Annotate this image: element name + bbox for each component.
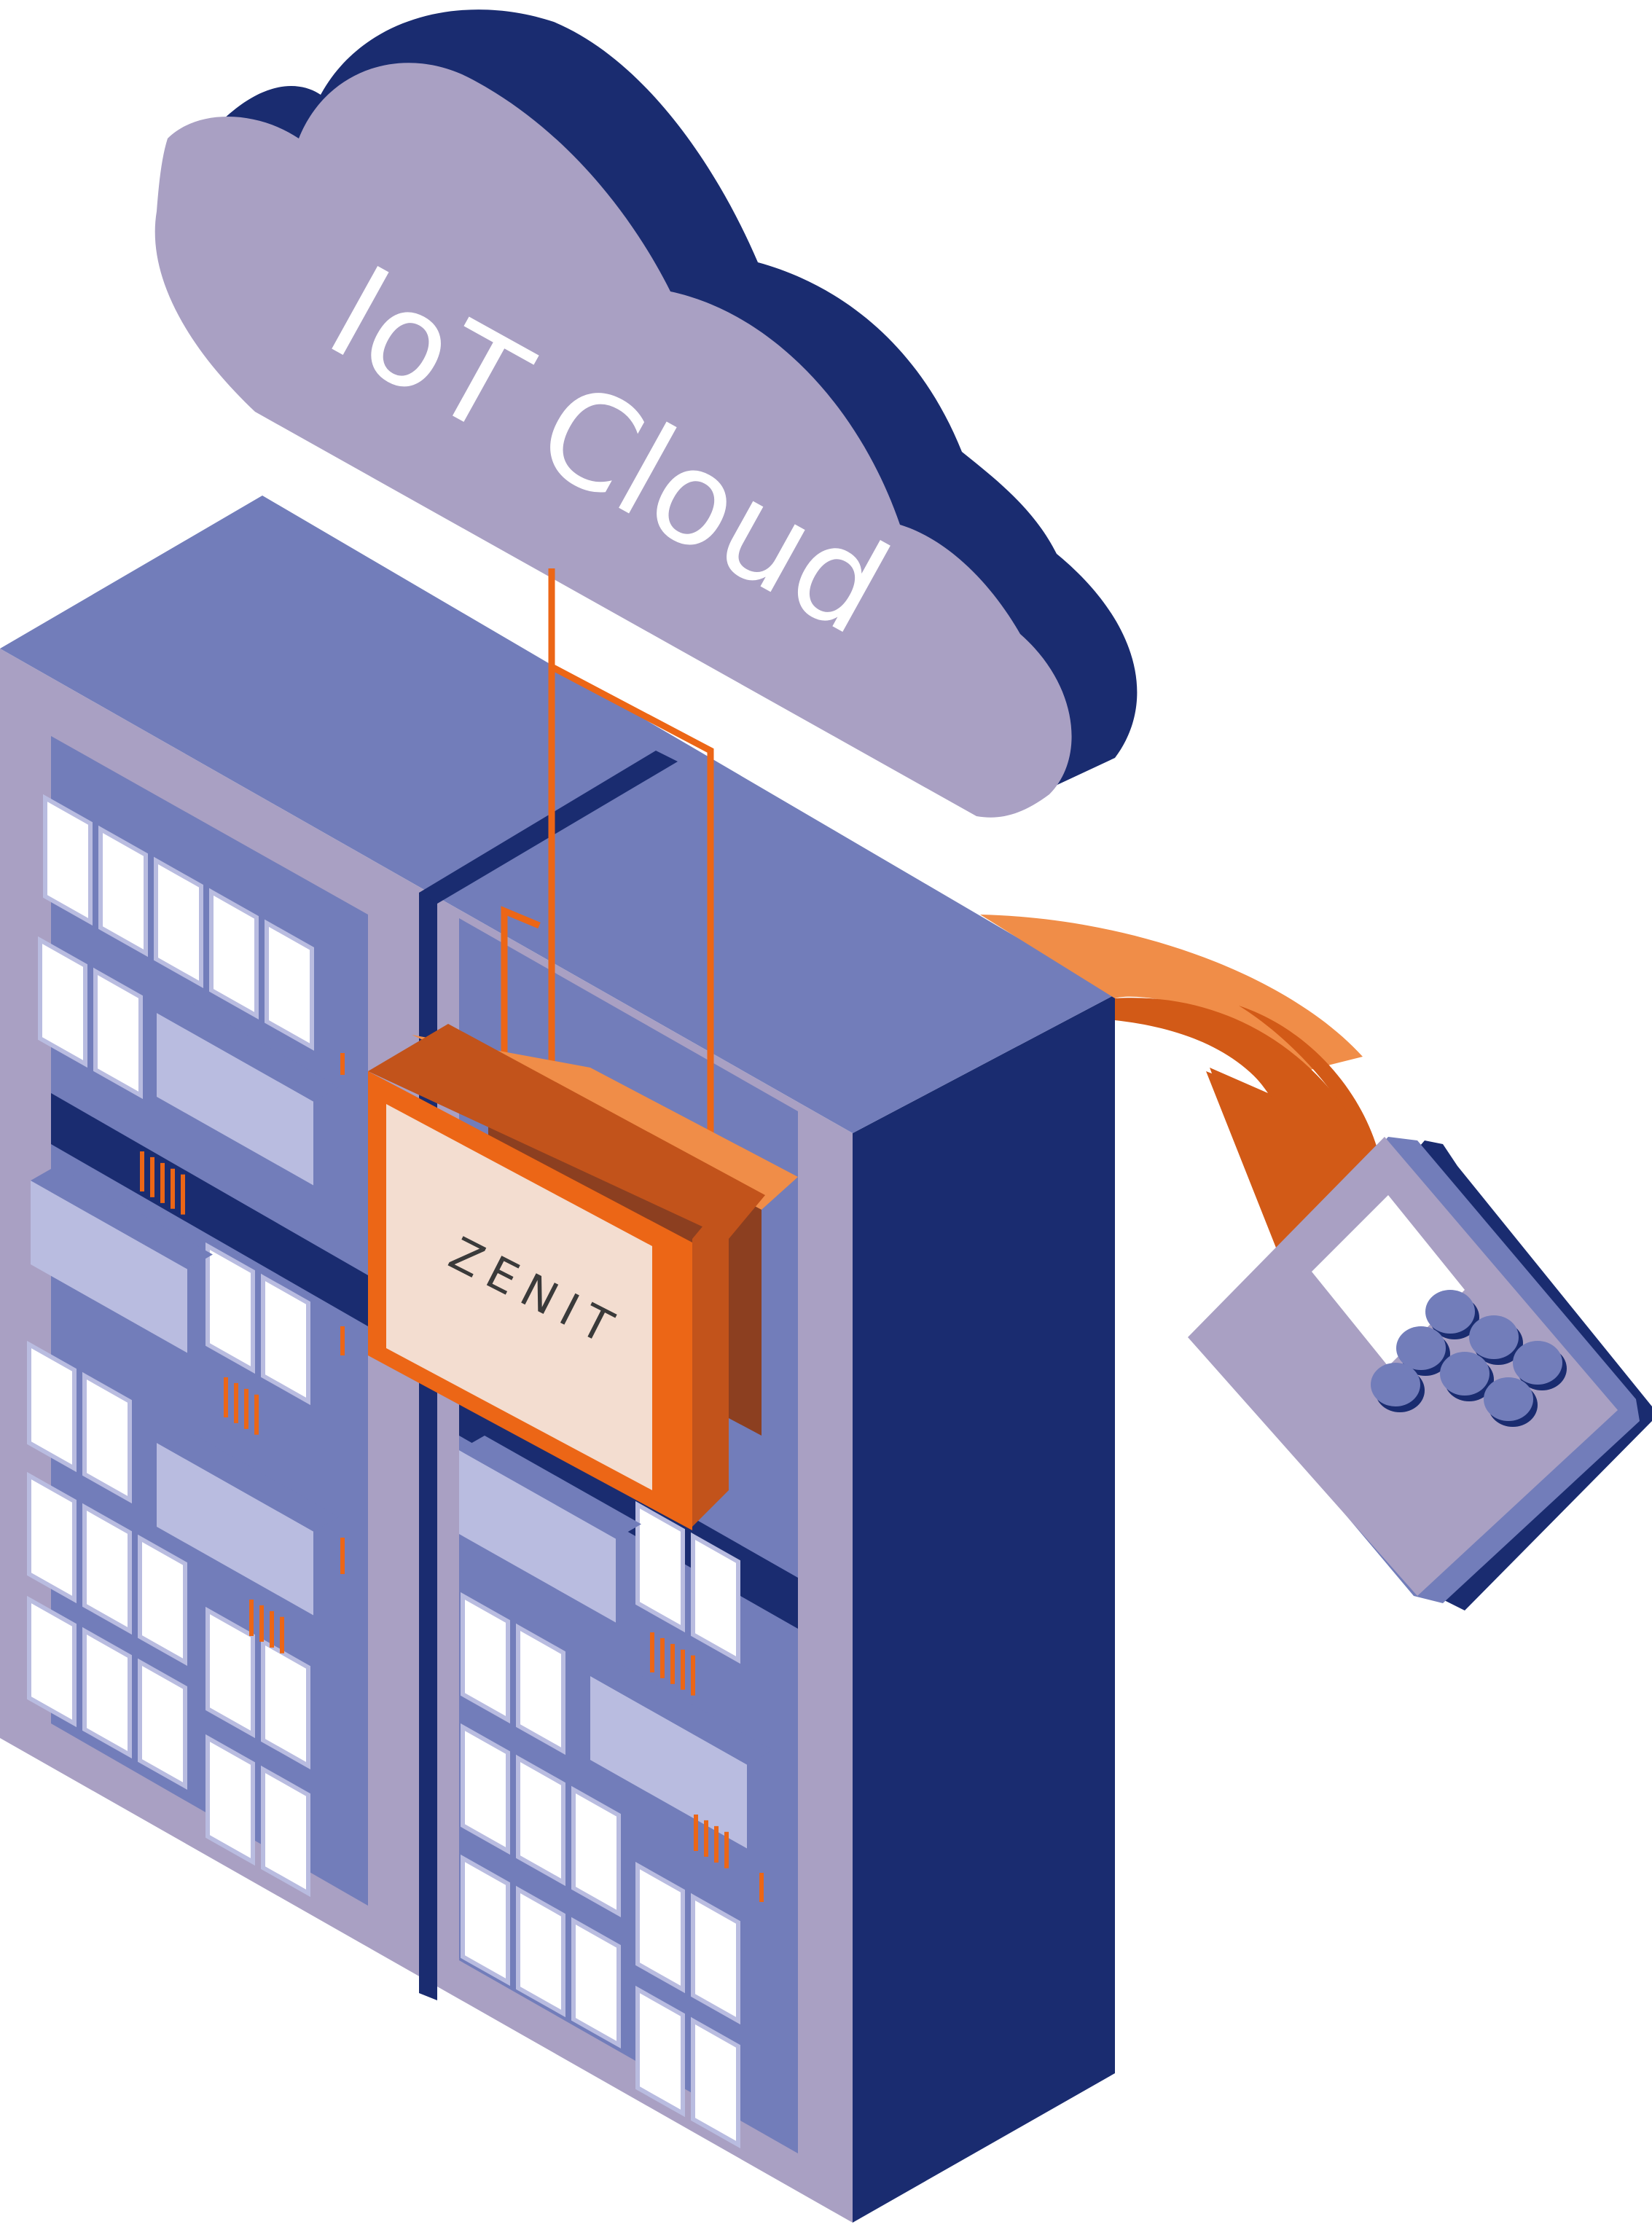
window-pane [205,1242,255,1374]
window-pane [82,1627,132,1759]
gateway-side [368,1024,765,1239]
window-pane [93,967,143,1100]
rack-module-top [157,998,339,1102]
window-pane [461,1592,510,1724]
building-windows [27,794,740,2149]
device-display [1312,1195,1465,1366]
window-pane [691,1893,740,2025]
cloud-face [154,63,1072,818]
window-pane [265,919,314,1051]
window-pane [516,1623,565,1756]
window-pane [691,2016,740,2149]
window-pane [82,1371,132,1504]
window-pane [27,1595,77,1728]
rack-module-top [157,1428,339,1532]
rack-module-top [31,1166,213,1269]
gateway-screen [386,1104,652,1490]
cloud-gateway-wires [501,568,714,1181]
rack-module [459,1450,616,1623]
rack-module-top [590,1662,772,1765]
window-pane [27,1471,77,1604]
window-pane [261,1765,310,1898]
window-pane [516,1754,565,1887]
window-pane [261,1273,310,1406]
keypad-key [1371,1363,1420,1406]
rack-module-top [459,1436,641,1539]
zenit-gateway: ZENIT [368,1024,798,1530]
window-pane [635,1500,685,1633]
keypad-key [1425,1290,1475,1334]
keypad-key [1513,1341,1562,1385]
window-pane [571,1917,621,2049]
window-pane [138,1534,187,1667]
window-pane [209,888,259,1019]
window-pane [461,1723,510,1855]
window-pane [43,794,93,926]
window-pane [571,1785,621,1918]
window-pane [98,825,148,958]
window-pane [205,1734,255,1866]
window-pane [82,1503,132,1635]
window-pane [461,1854,510,1987]
rack-module [157,1013,313,1186]
window-pane [154,856,203,989]
keypad-key [1440,1352,1489,1396]
window-pane [27,1340,77,1473]
window-pane [205,1606,255,1739]
keypad-key [1396,1326,1446,1370]
left-tower-inner-shadow [51,1093,368,1326]
wire-loop [549,664,714,1181]
keypad-key [1484,1377,1533,1421]
circuit-ticks [140,1053,764,1902]
wire-left [501,906,541,1057]
building-right-side [853,995,1115,2223]
rack-module [590,1676,747,1849]
window-pane [635,1985,685,2118]
iot-cloud: IoT Cloud [154,9,1138,818]
keypad-key [1469,1315,1519,1359]
window-pane [261,1637,310,1770]
window-pane [138,1658,187,1790]
window-pane [635,1861,685,1994]
window-pane [516,1885,565,2018]
window-pane [38,936,87,1068]
rack-module [31,1181,187,1353]
field-device [1188,1137,1652,1610]
arrow-body-light [980,915,1363,1071]
gateway-right-side [692,1195,729,1527]
building-modules [31,998,772,1849]
device-keypad [1371,1290,1567,1427]
window-pane [691,1532,740,1664]
rack-module [157,1443,313,1616]
